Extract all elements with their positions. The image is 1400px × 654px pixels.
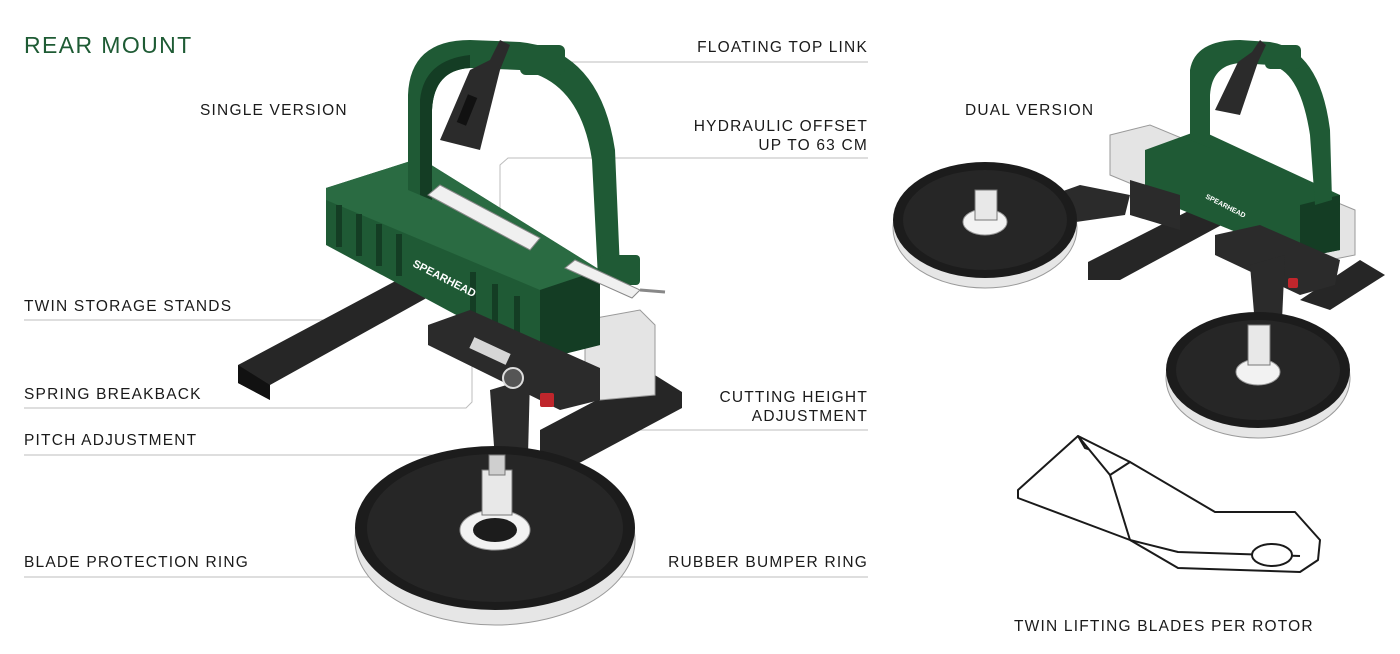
dual-storage-stand-right (1300, 260, 1385, 310)
label-dual-version: DUAL VERSION (965, 102, 1095, 119)
hydraulic-cylinder (427, 184, 541, 251)
label-cutting-height-line2: ADJUSTMENT (751, 408, 868, 425)
label-hydraulic-offset-line2: UP TO 63 CM (758, 137, 868, 154)
label-twin-lifting-blades: TWIN LIFTING BLADES PER ROTOR (1014, 618, 1314, 635)
label-cutting-height-line1: CUTTING HEIGHT (719, 389, 868, 406)
label-blade-protection-ring: BLADE PROTECTION RING (24, 554, 250, 571)
breakback-red-knob (540, 393, 554, 407)
hoop-frame (408, 40, 620, 278)
label-floating-top-link: FLOATING TOP LINK (697, 39, 868, 56)
storage-stand-left (238, 268, 450, 400)
leader-hydraulic-offset (499, 157, 868, 210)
single-version-machine: SPEARHEAD (238, 40, 682, 626)
dual-main-beam (1145, 130, 1340, 258)
page-title: REAR MOUNT (24, 32, 193, 58)
label-twin-storage-stands: TWIN STORAGE STANDS (24, 298, 233, 315)
label-hydraulic-offset-line1: HYDRAULIC OFFSET (693, 118, 868, 135)
leader-spring-breakback (24, 360, 473, 409)
lifting-blade-drawing (1017, 435, 1321, 573)
label-rubber-bumper-ring: RUBBER BUMPER RING (668, 554, 868, 571)
top-link-handle (440, 40, 510, 150)
dual-version-machine: SPEARHEAD (892, 40, 1385, 439)
offset-arm (428, 310, 600, 410)
label-spring-breakback: SPRING BREAKBACK (24, 386, 202, 403)
rotor-gearbox (481, 469, 513, 516)
top-link-bracket (520, 45, 565, 75)
dual-top-link-handle (1215, 40, 1266, 115)
dual-hoop-frame (1190, 40, 1332, 205)
label-single-version: SINGLE VERSION (200, 102, 348, 119)
beam-ribs (336, 205, 520, 338)
dual-storage-stand-left (1088, 200, 1240, 280)
label-pitch-adjustment: PITCH ADJUSTMENT (24, 432, 198, 449)
pitch-arm (490, 378, 530, 460)
